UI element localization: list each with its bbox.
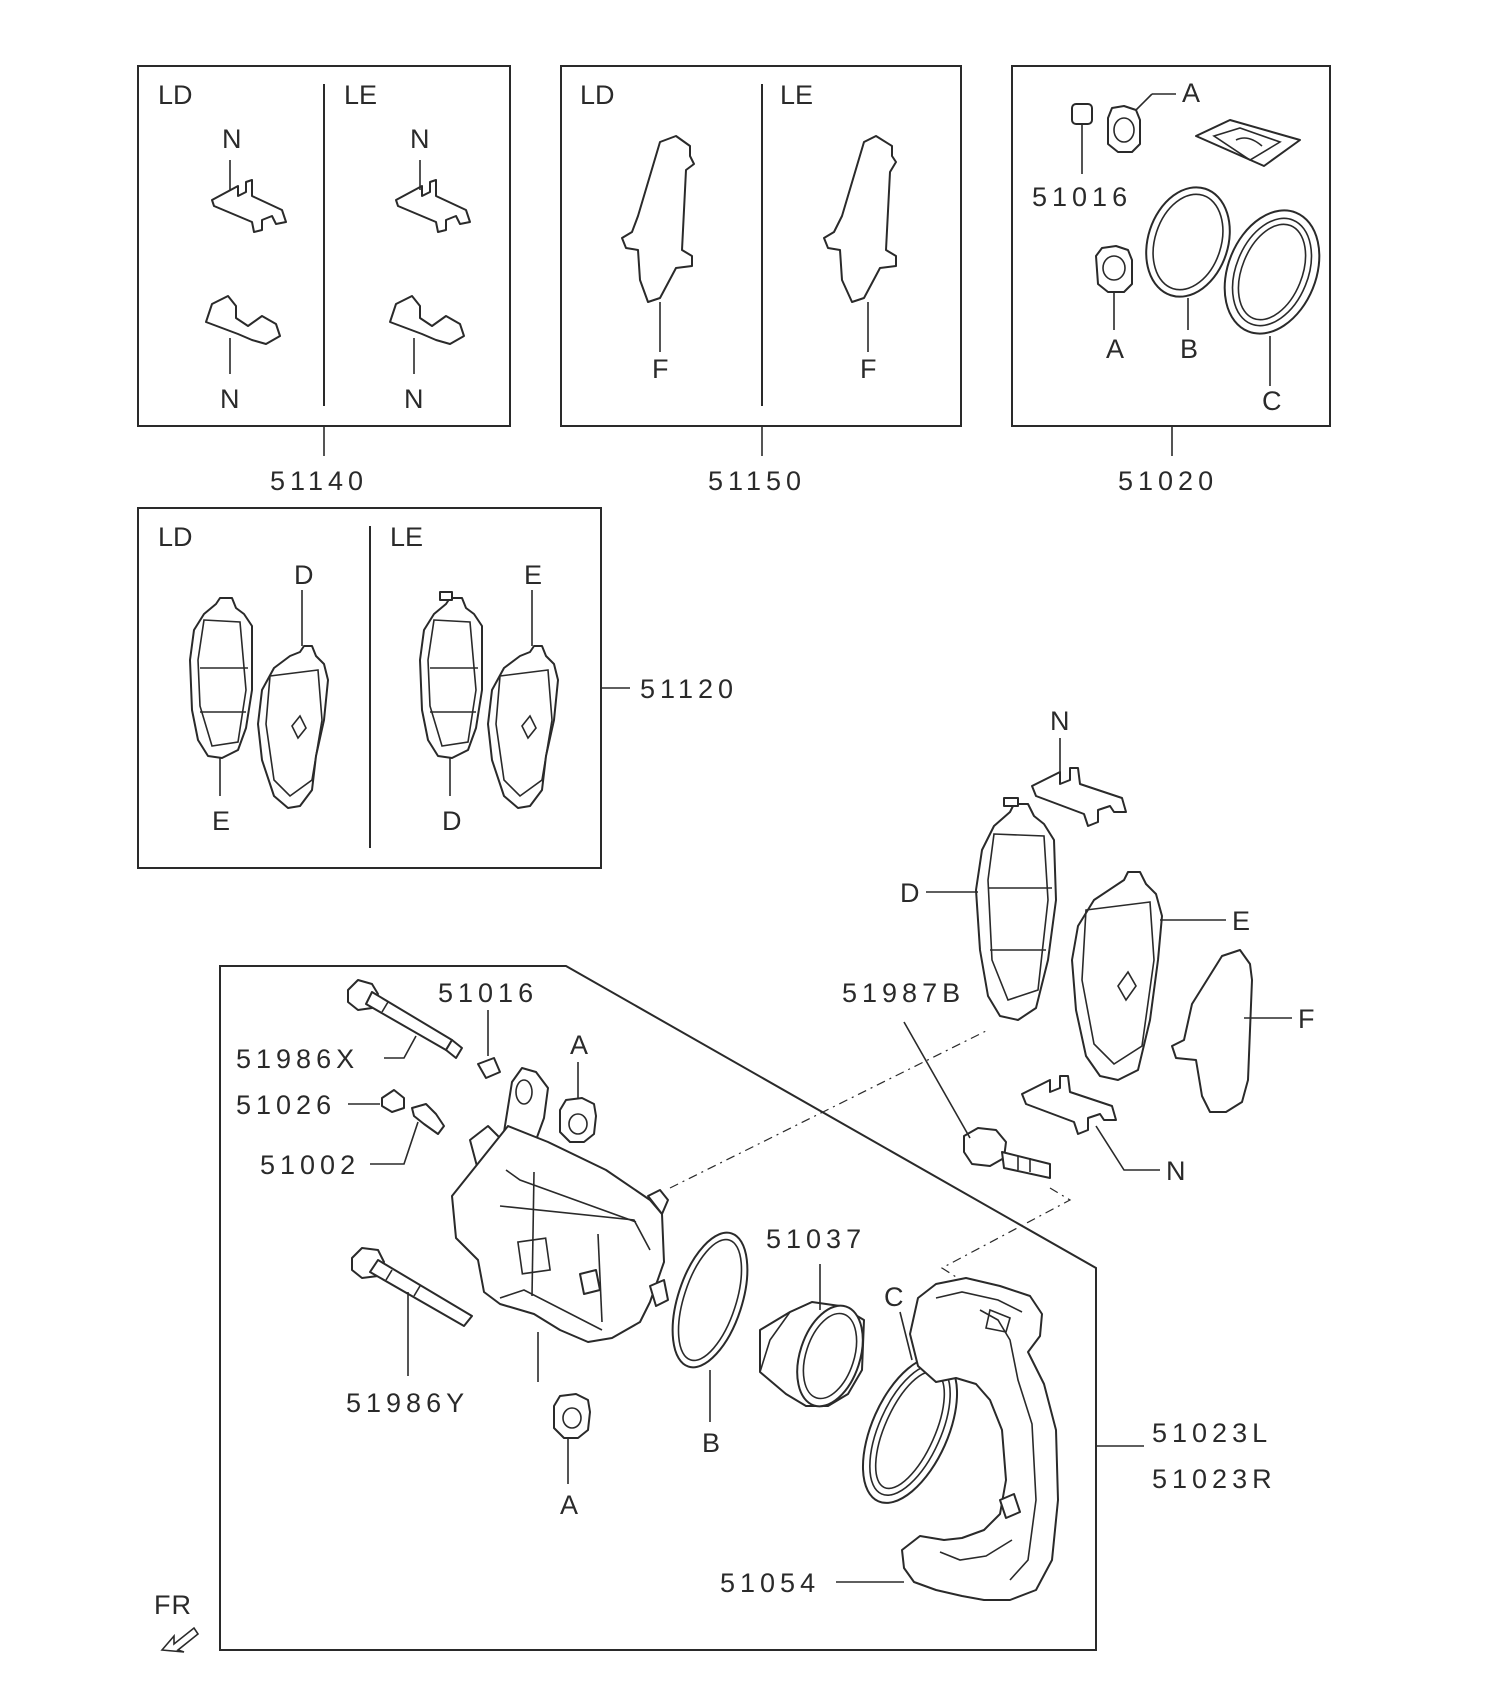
label-b: B <box>702 1428 721 1458</box>
label-51002: 51002 <box>260 1150 360 1180</box>
box-51120: LD LE E D D <box>137 507 738 869</box>
label-n-2: N <box>220 384 241 414</box>
box-51020-frame <box>1011 65 1331 427</box>
pad-e-right: E <box>487 560 559 809</box>
boot-a-lower-kit: A <box>1095 245 1133 364</box>
exploded-pads: N D E F N <box>900 706 1316 1186</box>
sleeve-51016-kit: 51016 <box>1032 103 1132 212</box>
boot-a-upper-kit: A <box>1107 78 1201 153</box>
label-f-1: F <box>652 354 670 384</box>
box-51020: 51016 A A B <box>1011 65 1331 496</box>
label-n-lower: N <box>1166 1156 1187 1186</box>
caliper-assembly: 51986X 51016 51026 51002 A <box>219 965 1277 1651</box>
clip-upper-left: N <box>211 124 287 233</box>
caliper-assembly-frame <box>219 965 1097 1651</box>
clip-lower-exploded: N <box>1021 1075 1187 1186</box>
label-51140: 51140 <box>270 466 368 496</box>
label-51054: 51054 <box>720 1568 820 1598</box>
bolt-51987b: 51987B <box>842 978 1051 1179</box>
label-e-exploded: E <box>1232 906 1251 936</box>
box-51150: LD LE F F 51150 <box>560 65 962 496</box>
label-n-4: N <box>404 384 425 414</box>
orientation-fr: FR <box>154 1590 200 1653</box>
label-b-kit: B <box>1180 334 1199 364</box>
label-51986y: 51986Y <box>346 1388 469 1418</box>
label-a-kit-1: A <box>1182 78 1201 108</box>
label-n-upper: N <box>1050 706 1071 736</box>
label-e-2: E <box>524 560 543 590</box>
sleeve-51016: 51016 <box>438 978 538 1079</box>
box-51120-header-ld: LD <box>158 522 193 552</box>
box-51150-header-le: LE <box>780 80 813 110</box>
boot-a-upper: A <box>559 1030 597 1143</box>
clip-lower-right: N <box>389 295 465 414</box>
bleeder-screw-51002: 51002 <box>260 1103 445 1180</box>
label-n-1: N <box>222 124 243 154</box>
piston-seal-kit: B <box>1145 186 1231 364</box>
pad-e-left: E <box>189 597 253 836</box>
dust-boot-kit: C <box>1223 209 1321 416</box>
label-e-1: E <box>212 806 231 836</box>
label-fr: FR <box>154 1590 192 1620</box>
label-51120: 51120 <box>640 674 738 704</box>
pad-e-exploded: E <box>1071 871 1251 1081</box>
label-51016: 51016 <box>438 978 538 1008</box>
pad-d-left: D <box>257 560 329 809</box>
clip-upper-right: N <box>395 124 471 233</box>
pad-d-exploded: D <box>900 797 1057 1021</box>
shim-right: F <box>823 135 897 384</box>
grease-packet <box>1195 119 1301 167</box>
label-d-2: D <box>442 806 463 836</box>
label-d-1: D <box>294 560 315 590</box>
box-51140-header-ld: LD <box>158 80 193 110</box>
label-51986x: 51986X <box>236 1044 359 1074</box>
clip-upper-exploded: N <box>1031 706 1127 827</box>
label-51026: 51026 <box>236 1090 336 1120</box>
label-51037: 51037 <box>766 1224 866 1254</box>
guide-pin-y: 51986Y <box>346 1247 473 1418</box>
box-51140: LD LE N N N N 51140 <box>137 65 511 496</box>
label-51016-kit: 51016 <box>1032 182 1132 212</box>
box-51150-frame <box>560 65 962 427</box>
label-51020: 51020 <box>1118 466 1218 496</box>
bleeder-cap-51026: 51026 <box>236 1089 405 1120</box>
anchor-bracket-51054: 51054 <box>720 1277 1059 1601</box>
fr-arrow-icon <box>160 1626 200 1653</box>
label-51987b: 51987B <box>842 978 965 1008</box>
box-51150-header-ld: LD <box>580 80 615 110</box>
piston-seal-b: B <box>671 1231 749 1458</box>
label-51150: 51150 <box>708 466 806 496</box>
label-51023l: 51023L <box>1152 1418 1272 1448</box>
shim-f-exploded: F <box>1171 949 1316 1113</box>
label-c: C <box>884 1282 905 1312</box>
caliper-body <box>451 1067 669 1382</box>
pad-d-right: D <box>419 591 483 836</box>
label-f-2: F <box>860 354 878 384</box>
box-51120-header-le: LE <box>390 522 423 552</box>
shim-left: F <box>621 135 695 384</box>
label-d-exploded: D <box>900 878 921 908</box>
label-f-exploded: F <box>1298 1004 1316 1034</box>
boot-a-lower: A <box>553 1393 591 1520</box>
piston-51037: 51037 <box>759 1224 866 1408</box>
label-a-lower: A <box>560 1490 579 1520</box>
label-c-kit: C <box>1262 386 1283 416</box>
label-n-3: N <box>410 124 431 154</box>
label-a-kit-2: A <box>1106 334 1125 364</box>
box-51140-header-le: LE <box>344 80 377 110</box>
dust-boot-c: C <box>861 1282 959 1504</box>
clip-lower-left: N <box>205 295 281 414</box>
label-a-upper: A <box>570 1030 589 1060</box>
guide-pin-x: 51986X <box>236 979 463 1074</box>
label-51023r: 51023R <box>1152 1464 1277 1494</box>
